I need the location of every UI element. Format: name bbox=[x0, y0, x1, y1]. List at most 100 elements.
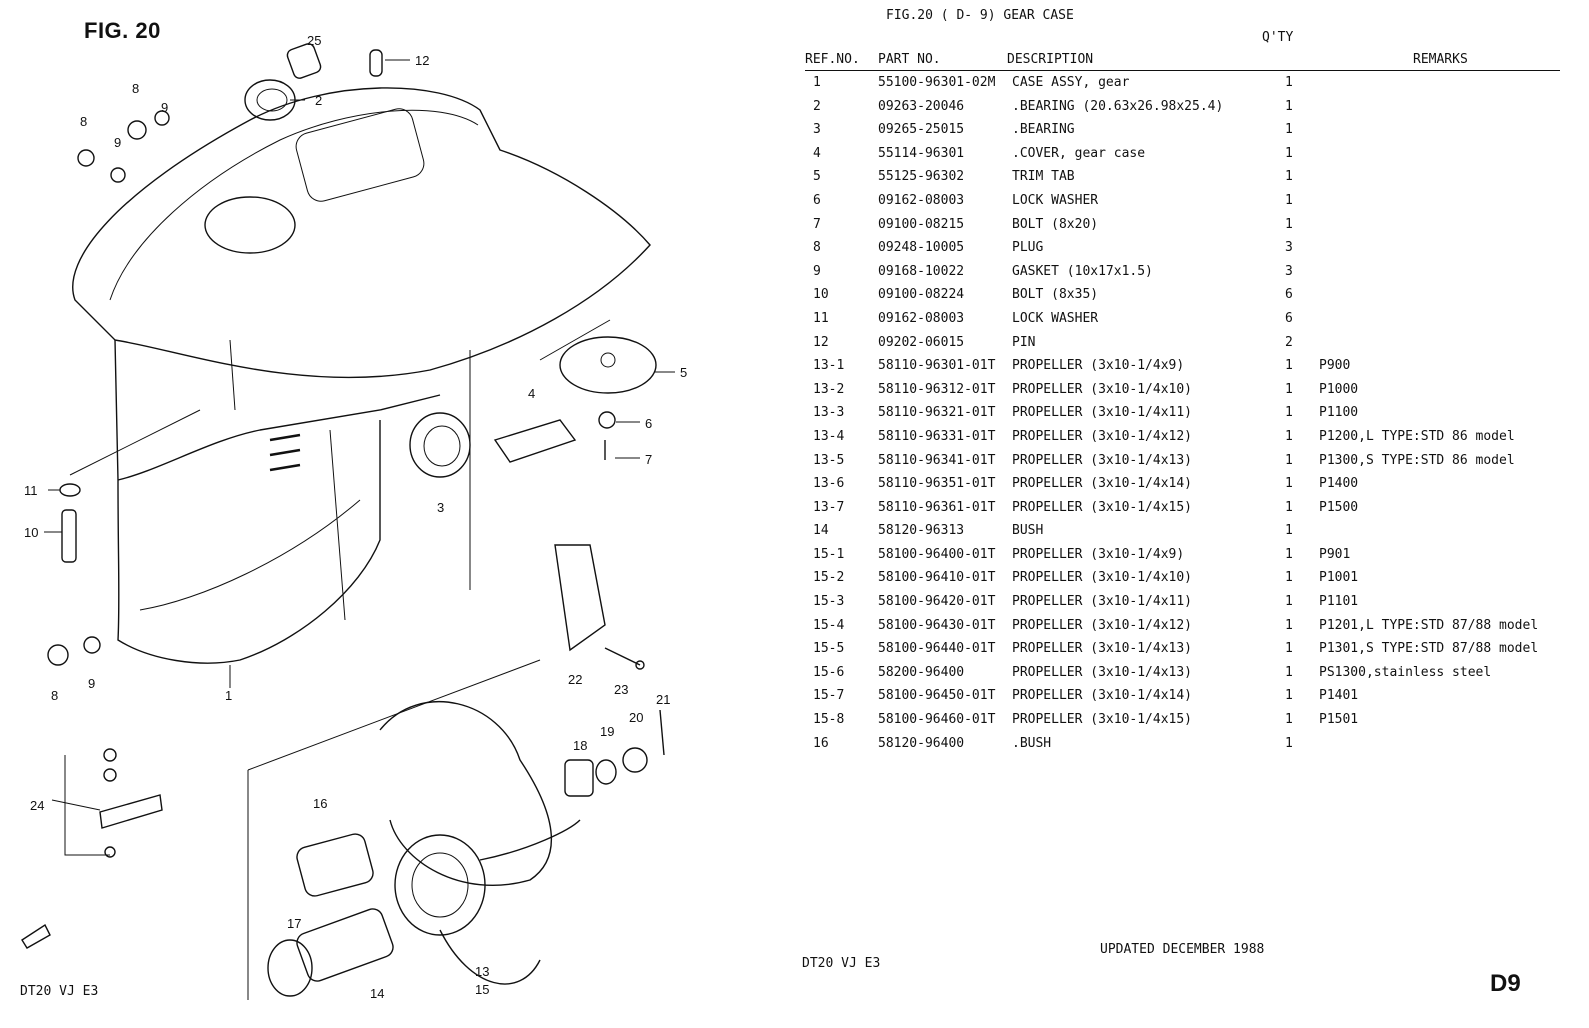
qty-column-header: Q'TY bbox=[1262, 30, 1294, 45]
ref-no-cell: 2 bbox=[813, 98, 821, 114]
qty-cell: 3 bbox=[1285, 240, 1293, 256]
callout-22: 22 bbox=[568, 672, 582, 687]
remarks-cell: P1201,L TYPE:STD 87/88 model bbox=[1319, 617, 1539, 633]
ref-no-cell: 15-1 bbox=[813, 546, 845, 562]
description-cell: CASE ASSY, gear bbox=[1012, 75, 1130, 90]
parts-table: REF.NO. PART NO. DESCRIPTION REMARKS 1 5 5… bbox=[805, 50, 1575, 755]
remarks-header: REMARKS bbox=[1413, 52, 1468, 67]
part-no-cell: 09168-10022 bbox=[878, 263, 965, 279]
callout-8-bottom: 8 bbox=[51, 688, 58, 703]
ref-no-cell: 13-5 bbox=[813, 452, 845, 468]
description-cell: PLUG bbox=[1012, 240, 1044, 256]
part-no-cell: 58100-96460-01T bbox=[878, 712, 996, 728]
part-no-cell: 58100-96420-01T bbox=[878, 594, 996, 610]
ref-no-cell: 7 bbox=[813, 216, 821, 232]
qty-cell: 1 bbox=[1285, 499, 1293, 515]
callout-24: 24 bbox=[30, 798, 44, 813]
remarks-cell: P1500 bbox=[1319, 499, 1359, 515]
ref-no-cell: 14 bbox=[813, 523, 829, 539]
part-no-cell: 58100-96410-01T bbox=[878, 570, 996, 586]
description-cell: GASKET (10x17x1.5) bbox=[1012, 263, 1153, 279]
callout-4: 4 bbox=[528, 386, 535, 401]
description-cell: .COVER, gear case bbox=[1012, 145, 1146, 161]
table-row: 14 58120-96313 BUSH 1 bbox=[805, 519, 1575, 543]
description-cell: PROPELLER (3x10-1/4x15) bbox=[1012, 499, 1193, 515]
callout-numbers: 25 12 2 8 9 8 9 5 4 6 7 3 11 10 8 9 1 22… bbox=[24, 33, 687, 1001]
description-cell: PROPELLER (3x10-1/4x12) bbox=[1012, 428, 1193, 444]
ref-no-cell: 15-3 bbox=[813, 594, 845, 610]
updated-note: UPDATED DECEMBER 1988 bbox=[1100, 942, 1265, 957]
qty-cell: 1 bbox=[1285, 216, 1293, 232]
qty-cell: 1 bbox=[1285, 75, 1293, 90]
table-header-row: REF.NO. PART NO. DESCRIPTION REMARKS bbox=[805, 50, 1560, 71]
callout-17: 17 bbox=[287, 916, 301, 931]
part-no-cell: 58110-96361-01T bbox=[878, 499, 996, 515]
qty-cell: 1 bbox=[1285, 169, 1293, 185]
figure-title: FIG. 20 bbox=[84, 18, 161, 43]
callout-9-left: 9 bbox=[114, 135, 121, 150]
ref-no-cell: 10 bbox=[813, 287, 829, 303]
qty-cell: 1 bbox=[1285, 688, 1293, 704]
ref-no-cell: 13-7 bbox=[813, 499, 845, 515]
callout-5: 5 bbox=[680, 365, 687, 380]
callout-20: 20 bbox=[629, 710, 643, 725]
callout-23: 23 bbox=[614, 682, 628, 697]
description-cell: PROPELLER (3x10-1/4x14) bbox=[1012, 688, 1193, 704]
description-cell: PROPELLER (3x10-1/4x11) bbox=[1012, 594, 1193, 610]
ref-no-cell: 12 bbox=[813, 334, 829, 350]
qty-cell: 1 bbox=[1285, 405, 1293, 421]
qty-cell: 3 bbox=[1285, 263, 1293, 279]
part-no-cell: 09265-25015 bbox=[878, 122, 965, 138]
remarks-cell: P1501 bbox=[1319, 712, 1359, 728]
part-no-cell: 58110-96321-01T bbox=[878, 405, 996, 421]
part-no-cell: 09100-08215 bbox=[878, 216, 965, 232]
callout-19: 19 bbox=[600, 724, 614, 739]
qty-cell: 1 bbox=[1285, 594, 1293, 610]
part-no-cell: 58200-96400 bbox=[878, 664, 965, 680]
callout-10: 10 bbox=[24, 525, 38, 540]
left-footer-code: DT20 VJ E3 bbox=[20, 984, 99, 999]
top-small-parts bbox=[77, 43, 383, 183]
callout-25: 25 bbox=[307, 33, 321, 48]
part-no-cell: 09162-08003 bbox=[878, 192, 965, 208]
ref-no-cell: 4 bbox=[813, 145, 821, 161]
part-no-cell: 09100-08224 bbox=[878, 287, 965, 303]
callout-2: 2 bbox=[315, 93, 322, 108]
part-no-cell: 58100-96400-01T bbox=[878, 546, 996, 562]
part-no-cell: 09248-10005 bbox=[878, 240, 965, 256]
callout-9-bottom: 9 bbox=[88, 676, 95, 691]
qty-cell: 1 bbox=[1285, 523, 1293, 539]
ref-no-cell: 5 bbox=[813, 169, 821, 185]
qty-cell: 1 bbox=[1285, 452, 1293, 468]
description-cell: PROPELLER (3x10-1/4x15) bbox=[1012, 712, 1193, 728]
callout-7: 7 bbox=[645, 452, 652, 467]
part-no-cell: 58100-96430-01T bbox=[878, 617, 996, 633]
ref-no-cell: 11 bbox=[813, 310, 829, 326]
description-cell: PROPELLER (3x10-1/4x13) bbox=[1012, 664, 1193, 680]
callout-1: 1 bbox=[225, 688, 232, 703]
qty-cell: 1 bbox=[1285, 476, 1293, 492]
callout-18: 18 bbox=[573, 738, 587, 753]
description-cell: PROPELLER (3x10-1/4x12) bbox=[1012, 617, 1193, 633]
qty-cell: 1 bbox=[1285, 546, 1293, 562]
part-no-cell: 58120-96400 bbox=[878, 735, 965, 751]
description-cell: BUSH bbox=[1012, 523, 1044, 539]
table-row: 13-7 58110-96361-01T PROPELLER (3x10-1/4x1… bbox=[805, 496, 1575, 520]
part-no-cell: 58120-96313 bbox=[878, 523, 965, 539]
part-no-cell: 58110-96301-01T bbox=[878, 358, 996, 374]
qty-cell: 1 bbox=[1285, 570, 1293, 586]
